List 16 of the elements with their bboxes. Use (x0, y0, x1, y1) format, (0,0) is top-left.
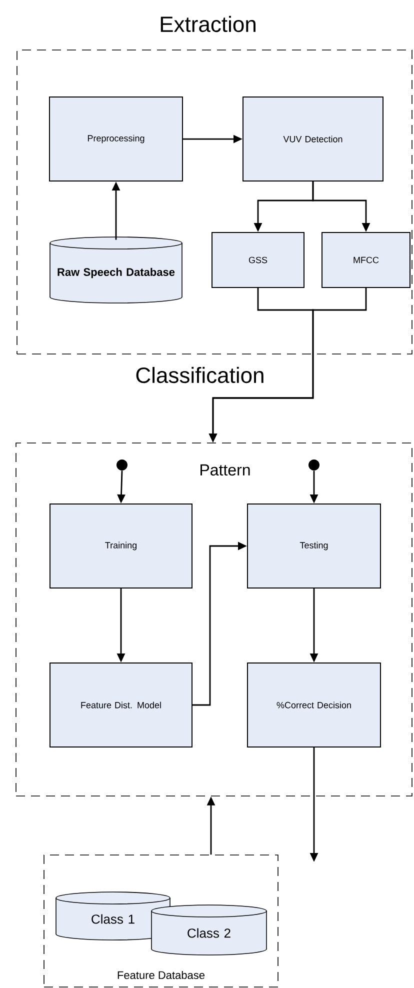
start-dot (308, 460, 320, 470)
database-cylinder: Raw Speech Database (50, 236, 182, 304)
process-box: Feature Dist. Model (50, 662, 192, 748)
process-box: MFCC (322, 232, 410, 288)
database-cylinder: Class 2 (151, 904, 267, 956)
process-box: Preprocessing (49, 96, 183, 182)
start-dot (116, 460, 128, 470)
section-heading: Feature Database (118, 970, 205, 980)
process-box: %Correct Decision (247, 662, 381, 748)
process-box: VUV Detection (242, 96, 384, 182)
process-box: Testing (247, 504, 381, 588)
process-box: Training (50, 504, 192, 588)
section-heading: Classification (136, 366, 264, 384)
section-heading: Extraction (160, 16, 256, 32)
process-box: GSS (212, 232, 304, 288)
section-heading: Pattern (200, 464, 250, 476)
